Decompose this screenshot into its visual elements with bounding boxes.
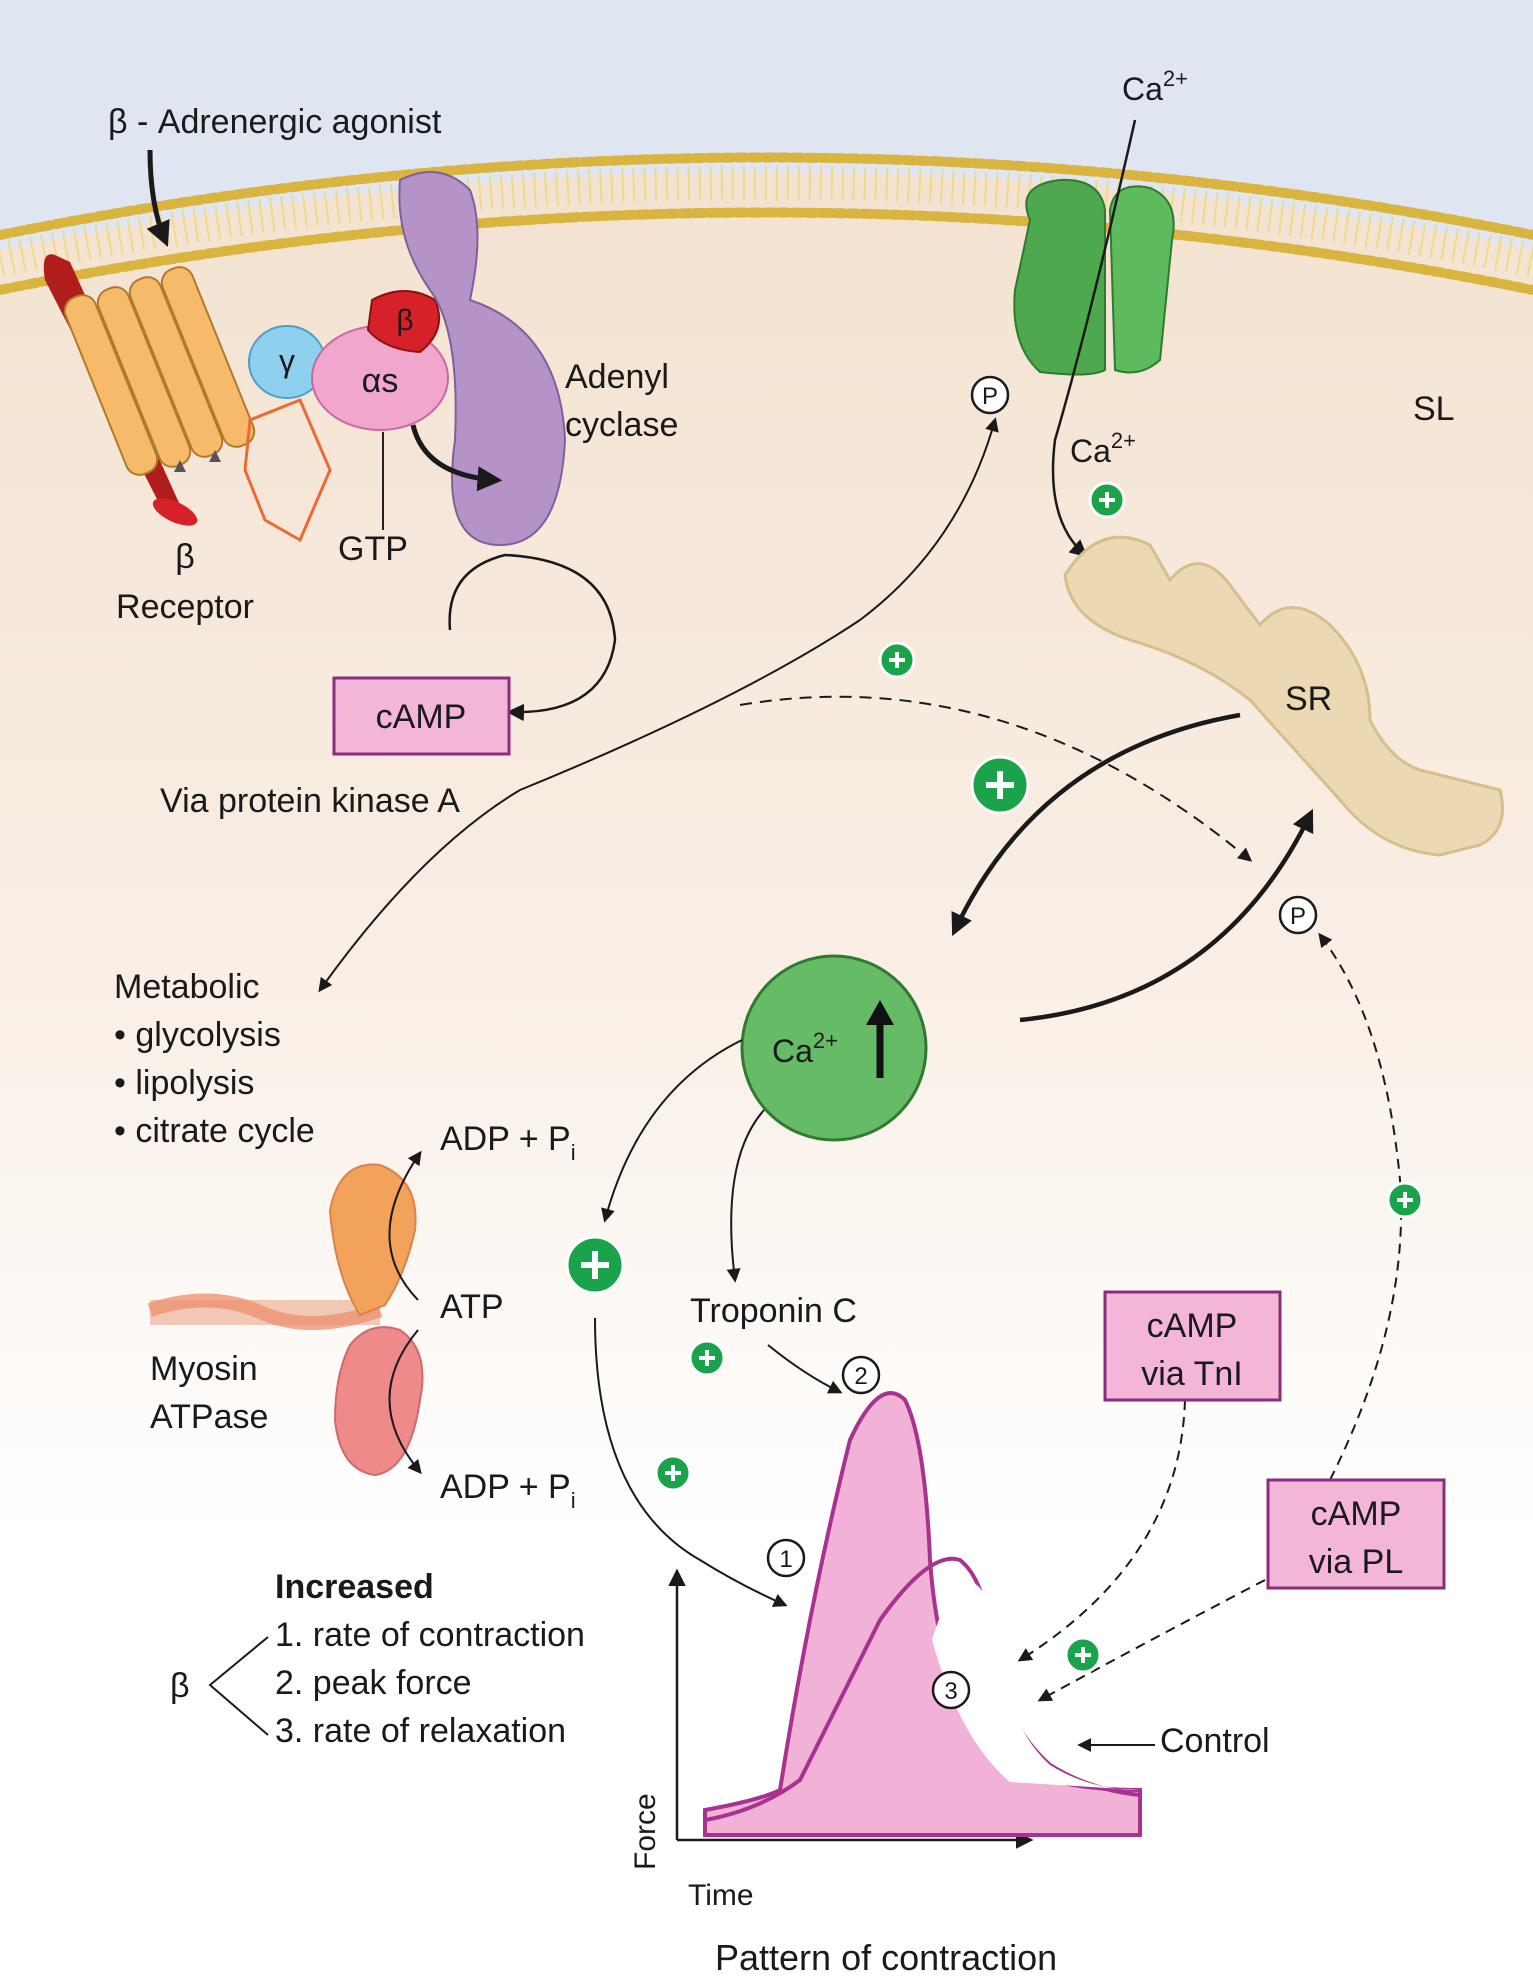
receptor-label: Receptor <box>116 588 254 626</box>
plus-sr-release <box>970 755 1030 815</box>
troponin-label: Troponin C <box>690 1292 857 1330</box>
plus-markers <box>565 481 1424 1674</box>
camp-box <box>332 676 511 756</box>
marker-2-label: 2 <box>854 1363 867 1390</box>
ca-top-label: Ca2+ <box>1122 66 1188 107</box>
pl-to-sr-dashed-arrow <box>1318 932 1403 1481</box>
camp-label: cAMP <box>376 698 467 736</box>
marker-3 <box>931 1670 971 1710</box>
adenyl-cyclase <box>398 171 567 547</box>
adp-bottom-label: ADP + Pi <box>440 1468 576 1513</box>
sl-label: SL <box>1413 390 1455 428</box>
pl-dashed-arrow <box>1037 1579 1266 1702</box>
pka-label: Via protein kinase A <box>160 782 460 820</box>
pka-to-channel-arrow <box>519 417 999 791</box>
agonist-label: β - Adrenergic agonist <box>108 103 442 141</box>
camp-pl-label-2: via PL <box>1309 1543 1404 1581</box>
activation-arrow <box>410 424 503 492</box>
troponin-to-peak-arrow <box>767 1344 843 1394</box>
marker-1-label: 1 <box>779 1546 792 1573</box>
adp-top-sub: i <box>571 1140 576 1165</box>
calcium-increase-arrow <box>866 1000 894 1078</box>
gtp-label: GTP <box>338 530 408 568</box>
time-label: Time <box>688 1879 754 1912</box>
calcium-influx-arrow <box>1051 119 1137 558</box>
phosphate-sl <box>970 375 1010 415</box>
atp-hydrolysis-arrow-top <box>388 1150 422 1301</box>
citrate-label: • citrate cycle <box>114 1112 315 1150</box>
phosphate-sl-label: P <box>982 383 998 410</box>
increase-item-3: 3. rate of relaxation <box>275 1712 566 1750</box>
camp-tni-box <box>1103 1290 1282 1402</box>
myosin-atpase <box>147 1163 424 1477</box>
control-curve <box>704 1556 1141 1822</box>
phosphate-sr <box>1278 895 1318 935</box>
pka-to-metabolic-arrow <box>318 789 521 993</box>
pka-to-sr-dashed-arrow <box>739 695 1253 862</box>
marker-1 <box>766 1538 806 1578</box>
camp-tni-label-1: cAMP <box>1147 1307 1238 1345</box>
control-label: Control <box>1160 1722 1270 1760</box>
g-protein <box>248 290 449 530</box>
atp-label: ATP <box>440 1288 504 1326</box>
pattern-label: Pattern of contraction <box>715 1937 1057 1978</box>
alpha-s-label: αs <box>362 362 399 400</box>
plus-myosin <box>565 1235 625 1295</box>
metabolic-label: Metabolic <box>114 968 260 1006</box>
increased-label: Increased <box>275 1568 434 1606</box>
calcium-to-troponin-arrow <box>726 1109 765 1283</box>
adenyl-label-2: cyclase <box>565 406 678 444</box>
plus-pl <box>1386 1181 1424 1219</box>
phosphate-markers <box>766 375 1318 1710</box>
myosin-label-2: ATPase <box>150 1398 268 1436</box>
camp-pl-box <box>1266 1478 1446 1590</box>
camp-cycle-arrow <box>448 553 617 722</box>
phosphate-sr-label: P <box>1290 903 1306 930</box>
sarcolemma-membrane <box>0 152 1533 295</box>
lipolysis-label: • lipolysis <box>114 1064 254 1102</box>
camp-pl-label-1: cAMP <box>1311 1495 1402 1533</box>
plus-sr-ca <box>1088 481 1126 519</box>
glycolysis-label: • glycolysis <box>114 1016 281 1054</box>
beta-brace <box>208 1636 269 1736</box>
gamma-label: γ <box>279 343 295 379</box>
myosin-label-1: Myosin <box>150 1350 258 1388</box>
atp-hydrolysis-arrow-bottom <box>388 1329 422 1475</box>
adenyl-label-1: Adenyl <box>565 358 669 396</box>
plus-rate <box>654 1454 692 1492</box>
ca-center-label: Ca2+ <box>772 1028 838 1069</box>
marker-2 <box>841 1355 881 1395</box>
plus-relax <box>1064 1636 1102 1674</box>
increase-item-1: 1. rate of contraction <box>275 1616 585 1654</box>
myosin-to-rate-arrow <box>594 1317 788 1607</box>
agonist-arrow <box>146 149 170 247</box>
force-time-chart <box>668 1391 1142 1849</box>
tni-dashed-arrow <box>1017 1399 1186 1662</box>
sr-uptake-arrow <box>1019 808 1314 1023</box>
plus-troponin <box>688 1339 726 1377</box>
sr-label: SR <box>1285 680 1332 718</box>
sarcoplasmic-reticulum <box>1063 535 1504 857</box>
adp-top-label: ADP + Pi <box>440 1120 576 1165</box>
brace-beta-label: β <box>170 1667 190 1705</box>
beta-subunit <box>366 290 440 354</box>
increase-item-2: 2. peak force <box>275 1664 472 1702</box>
adp-bottom-sub: i <box>571 1488 576 1513</box>
force-label: Force <box>629 1793 662 1870</box>
sr-release-arrow <box>951 712 1241 937</box>
calcium-to-myosin-arrow <box>601 1039 743 1223</box>
camp-tni-label-2: via TnI <box>1141 1355 1242 1393</box>
plus-pka <box>878 641 916 679</box>
ca-mid-label: Ca2+ <box>1070 428 1136 469</box>
beta-receptor <box>43 254 332 543</box>
marker-3-label: 3 <box>944 1678 957 1705</box>
calcium-channel <box>1013 178 1175 376</box>
receptor-beta-label: β <box>175 538 195 576</box>
beta-subunit-label: β <box>396 304 413 337</box>
